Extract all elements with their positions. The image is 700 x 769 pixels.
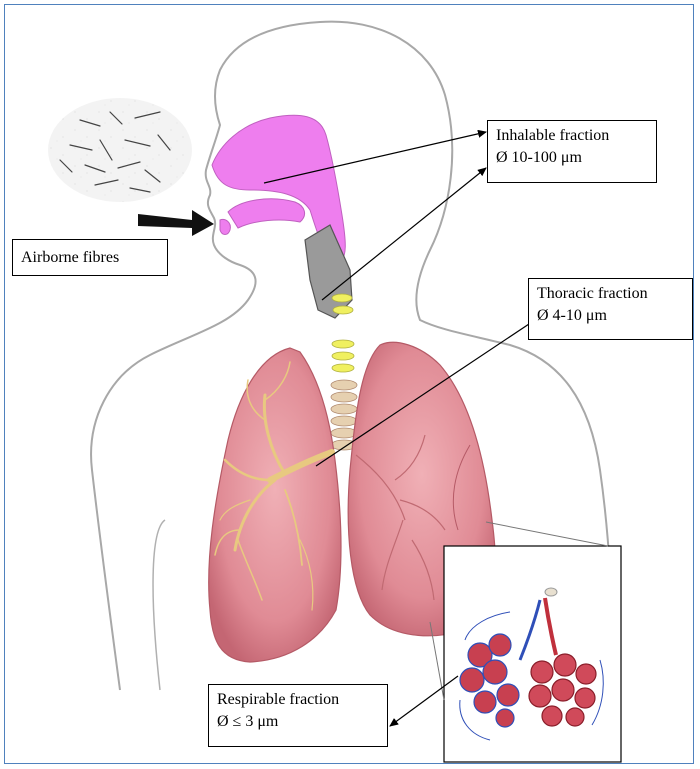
thoracic-size: Ø 4-10 μm <box>537 305 684 327</box>
label-thoracic-fraction: Thoracic fraction Ø 4-10 μm <box>528 278 693 340</box>
inset-connector-top <box>486 522 608 546</box>
oral-cavity <box>228 199 305 228</box>
respirable-size: Ø ≤ 3 μm <box>217 711 379 733</box>
lung-left-side <box>209 348 341 662</box>
inhalable-size: Ø 10-100 μm <box>496 147 648 169</box>
intake-arrow <box>138 210 214 236</box>
arm-contour <box>153 520 165 690</box>
fibre-cloud <box>48 98 192 202</box>
lips <box>220 219 230 234</box>
respirable-title: Respirable fraction <box>217 689 379 711</box>
arrow-inhalable-2 <box>322 168 486 300</box>
label-inhalable-fraction: Inhalable fraction Ø 10-100 μm <box>487 120 657 183</box>
thoracic-title: Thoracic fraction <box>537 283 684 305</box>
label-airborne-fibres: Airborne fibres <box>12 239 168 276</box>
airborne-fibres-text: Airborne fibres <box>21 247 159 269</box>
label-respirable-fraction: Respirable fraction Ø ≤ 3 μm <box>208 684 388 747</box>
inhalable-title: Inhalable fraction <box>496 125 648 147</box>
